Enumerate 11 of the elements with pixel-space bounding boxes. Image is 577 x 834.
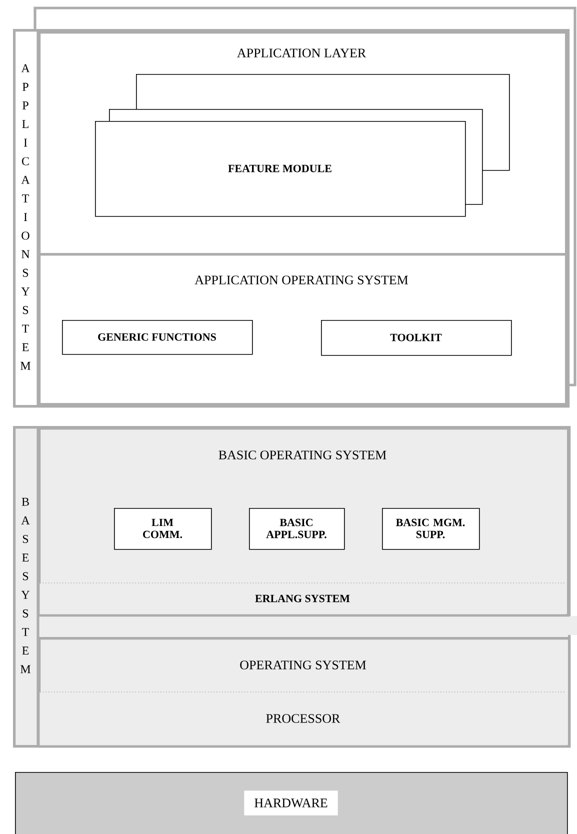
layer-band: PROCESSOR — [40, 692, 567, 746]
module-box: LIM COMM. — [114, 508, 212, 550]
hardware-bar: HARDWARE — [15, 772, 568, 834]
module-box: BASIC APPL.SUPP. — [249, 508, 345, 550]
node-label: ERLANG SYSTEM — [255, 594, 350, 602]
module-box: TOOLKIT — [321, 320, 512, 356]
layer-band: ERLANG SYSTEM — [40, 582, 566, 614]
module-box: FEATURE MODULE — [95, 121, 466, 217]
node-label: PROCESSOR — [266, 714, 340, 723]
module-box: BASIC MGM. SUPP. — [382, 508, 480, 550]
module-box: GENERIC FUNCTIONS — [62, 320, 253, 355]
